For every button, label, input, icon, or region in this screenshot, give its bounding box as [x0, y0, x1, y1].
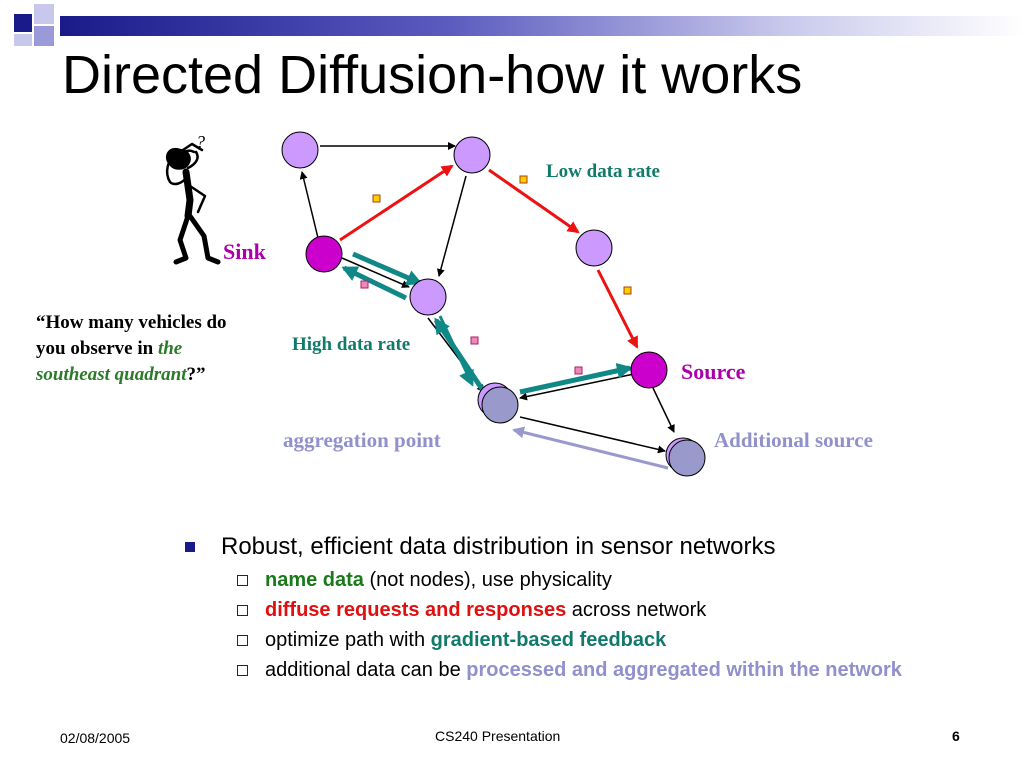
aggregation-node [481, 386, 519, 424]
sensor-node [409, 278, 447, 316]
header-gradient-bar [60, 16, 1024, 36]
source-node [630, 351, 668, 389]
decor-square [14, 34, 32, 46]
sensor-node [281, 131, 319, 169]
source-label: Source [681, 359, 746, 384]
sink-node [305, 235, 343, 273]
gradient-arrow [438, 315, 474, 387]
sub-bullet-emphasis: diffuse requests and responses [265, 599, 567, 621]
sub-bullet: name data (not nodes), use physicality [185, 569, 1015, 592]
sub-bullet-emphasis: gradient-based feedback [430, 629, 667, 651]
link-arrow [519, 373, 635, 401]
thinking-person-icon: ? [165, 132, 221, 265]
link-arrow [341, 257, 410, 288]
bullet-main: Robust, efficient data distribution in s… [185, 532, 1015, 562]
link-arrow [652, 387, 675, 433]
interest-arrow [596, 269, 639, 349]
quote-text: “How many vehicles do you observe in [36, 312, 227, 359]
sub-bullet-emphasis: processed and aggregated within the netw… [466, 659, 902, 681]
additional-source-node [668, 439, 706, 477]
data-packet-icon [470, 336, 479, 345]
sensor-node [575, 229, 613, 267]
sub-bullet-emphasis: name data [265, 569, 364, 591]
data-packet-icon [372, 194, 381, 203]
additional-source-label: Additional source [714, 428, 873, 452]
quote-emphasis: the southeast quadrant [36, 337, 187, 385]
sub-bullet: optimize path with gradient-based feedba… [185, 629, 1015, 652]
sub-bullet: additional data can be processed and agg… [185, 659, 1015, 682]
footer-date: 02/08/2005 [60, 730, 131, 746]
link-arrow [299, 171, 319, 239]
question-quote: “How many vehicles do you observe in the… [36, 310, 236, 387]
data-packet-icon [519, 175, 528, 184]
bullet-list: Robust, efficient data distribution in s… [185, 532, 1015, 682]
interest-arrow [488, 168, 580, 234]
question-mark: ? [196, 132, 205, 152]
gradient-arrow [341, 265, 408, 301]
decor-square [14, 14, 32, 32]
sub-bullet-text: optimize path with [265, 629, 431, 651]
sub-bullet-text: across network [566, 599, 707, 621]
sub-bullet-text: (not nodes), use physicality [363, 569, 612, 591]
gradient-arrow [352, 251, 423, 286]
decor-square [34, 4, 54, 24]
sink-label: Sink [223, 239, 266, 264]
data-packet-icon [360, 280, 369, 289]
data-packet-icon [623, 286, 632, 295]
additional-data-arrow [512, 426, 669, 470]
gradient-arrow [519, 362, 633, 395]
low-data-rate-label: Low data rate [546, 161, 660, 182]
page-number: 6 [952, 728, 960, 744]
aggregation-point-label: aggregation point [283, 428, 441, 452]
page-title: Directed Diffusion-how it works [62, 45, 803, 105]
high-data-rate-label: High data rate [292, 334, 411, 355]
link-arrow [436, 175, 467, 277]
footer-title: CS240 Presentation [435, 728, 561, 744]
sub-bullet: diffuse requests and responses across ne… [185, 599, 1015, 622]
link-arrow [519, 416, 666, 454]
sensor-node [453, 136, 491, 174]
data-packet-icon [574, 366, 583, 375]
sub-bullet-text: additional data can be [265, 659, 467, 681]
quote-end: ?” [186, 363, 206, 385]
interest-arrow [339, 164, 454, 242]
decor-square [34, 26, 54, 46]
